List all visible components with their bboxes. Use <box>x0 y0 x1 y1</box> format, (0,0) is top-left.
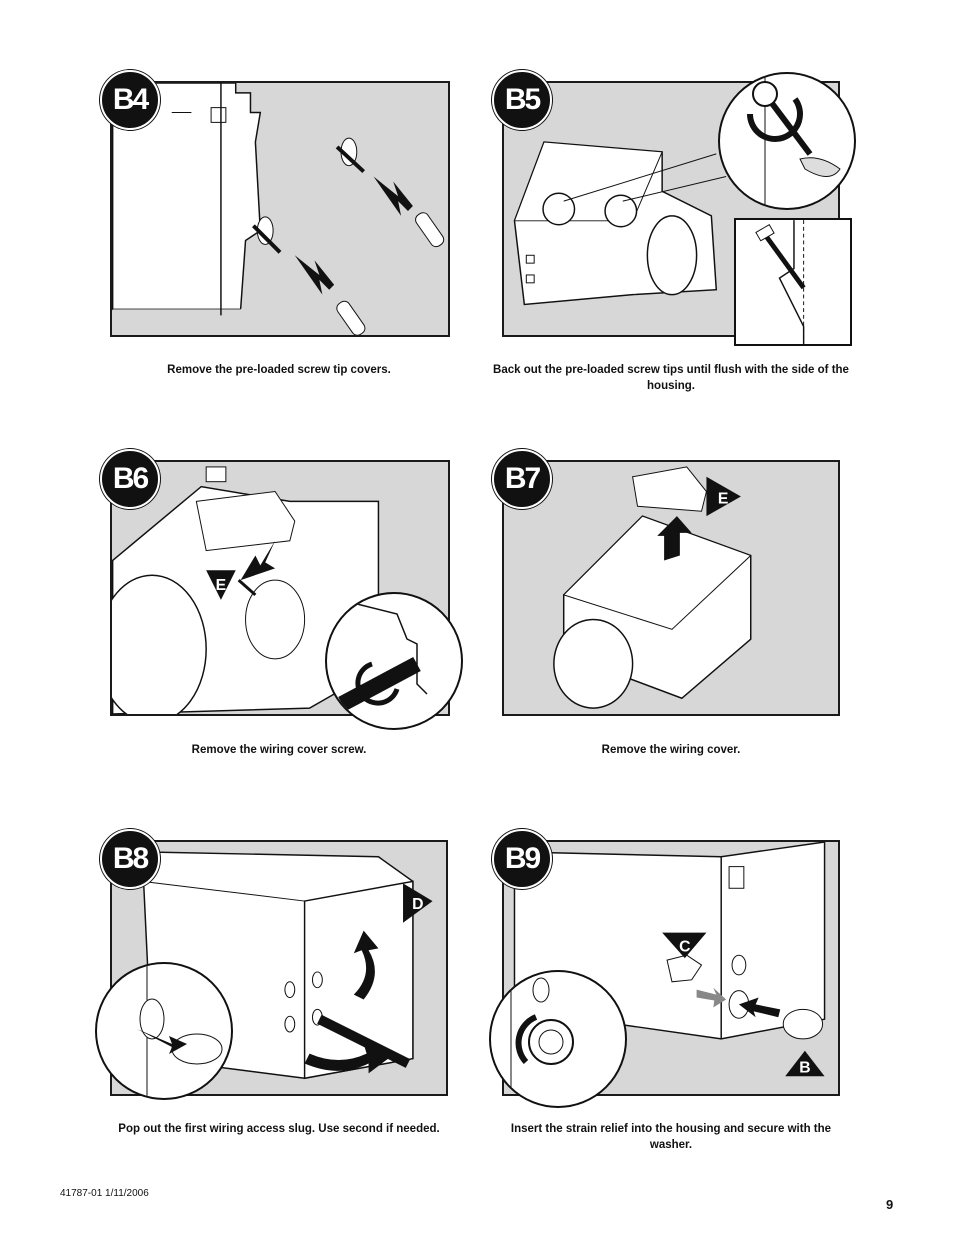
screw-tips-housing-drawing <box>513 141 727 306</box>
step-b9-illustration: C B <box>502 840 840 1096</box>
step-badge-b7: B7 <box>492 449 552 509</box>
step-b7-illustration: E <box>502 460 840 716</box>
strain-relief-detail-circle <box>489 970 627 1108</box>
screw-detail-magnifier-circle <box>718 72 856 210</box>
step-badge-b5: B5 <box>492 70 552 130</box>
step-caption-b7: Remove the wiring cover. <box>601 744 741 756</box>
step-caption-b5: Back out the pre-loaded screw tips until… <box>493 364 849 392</box>
wiring-cover-screw-drawing: E <box>112 466 380 714</box>
label-e: E <box>718 490 729 507</box>
label-d: D <box>412 896 423 913</box>
step-badge-b6: B6 <box>100 449 160 509</box>
step-caption-b6: Remove the wiring cover screw. <box>191 744 367 756</box>
step-badge-b4: B4 <box>100 70 160 130</box>
step-caption-b4: Remove the pre-loaded screw tip covers. <box>167 364 391 376</box>
step-b4-illustration <box>110 81 450 337</box>
step-caption-b8: Pop out the first wiring access slug. Us… <box>118 1123 440 1135</box>
screw-flush-detail-inset <box>734 218 852 346</box>
label-b: B <box>799 1059 810 1076</box>
step-badge-b8: B8 <box>100 829 160 889</box>
step-caption-b9: Insert the strain relief into the housin… <box>510 1123 832 1151</box>
label-e: E <box>216 577 227 594</box>
screwdriver-icon <box>338 603 428 712</box>
document-id: 41787-01 1/11/2006 <box>60 1188 149 1199</box>
screwdriver-rotation-icon <box>747 74 841 208</box>
strain-relief-rotation-icon <box>510 972 574 1106</box>
page-number: 9 <box>886 1197 894 1212</box>
label-c: C <box>679 938 690 955</box>
screw-flush-side-view <box>755 220 806 344</box>
wiring-cover-removal-drawing: E <box>553 466 752 709</box>
screwdriver-detail-circle <box>325 592 463 730</box>
slug-punch-icon <box>137 964 223 1098</box>
slug-detail-circle <box>95 962 233 1100</box>
screw-tip-covers-drawing <box>112 83 448 335</box>
step-badge-b9: B9 <box>492 829 552 889</box>
